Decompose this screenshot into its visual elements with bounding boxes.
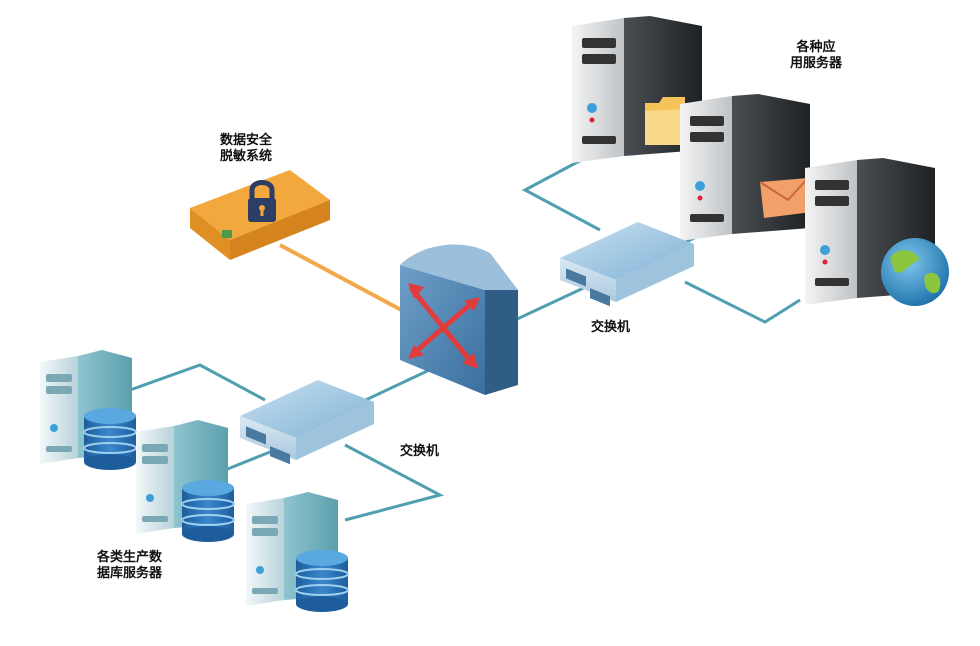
- database-cylinder-icon: [83, 408, 137, 470]
- switch-right: [560, 222, 694, 307]
- padlock-icon: [248, 180, 276, 222]
- masking-system-label: 数据安全 脱敏系统: [220, 133, 273, 164]
- switch-right-label: 交换机: [591, 320, 631, 335]
- globe-icon: [881, 238, 949, 306]
- link-masking-router: [279, 243, 421, 322]
- crossed-arrows-icon: [408, 283, 480, 369]
- envelope-icon: [759, 177, 812, 218]
- database-cylinder-icon: [295, 550, 349, 612]
- link-app3-switch: [684, 280, 801, 324]
- app-server-2: [680, 94, 810, 241]
- masking-appliance: [190, 170, 330, 260]
- database-cylinder-icon: [181, 480, 235, 542]
- links: [129, 148, 801, 522]
- router: [400, 244, 518, 395]
- link-db1-switch: [129, 363, 266, 402]
- folder-icon: [645, 97, 689, 145]
- app-servers-label: 各种应 用服务器: [790, 40, 843, 71]
- switch-left: [240, 380, 374, 465]
- switch-left-label: 交换机: [400, 444, 440, 459]
- link-db3-switch: [344, 443, 445, 522]
- link-router-switch-right: [514, 283, 591, 322]
- app-server-3: [805, 158, 935, 305]
- link-app1-switch: [521, 148, 601, 232]
- db-servers-label: 各类生产数 据库服务器: [97, 550, 163, 581]
- link-db2-switch: [224, 448, 276, 472]
- link-router-switch-left: [354, 363, 441, 407]
